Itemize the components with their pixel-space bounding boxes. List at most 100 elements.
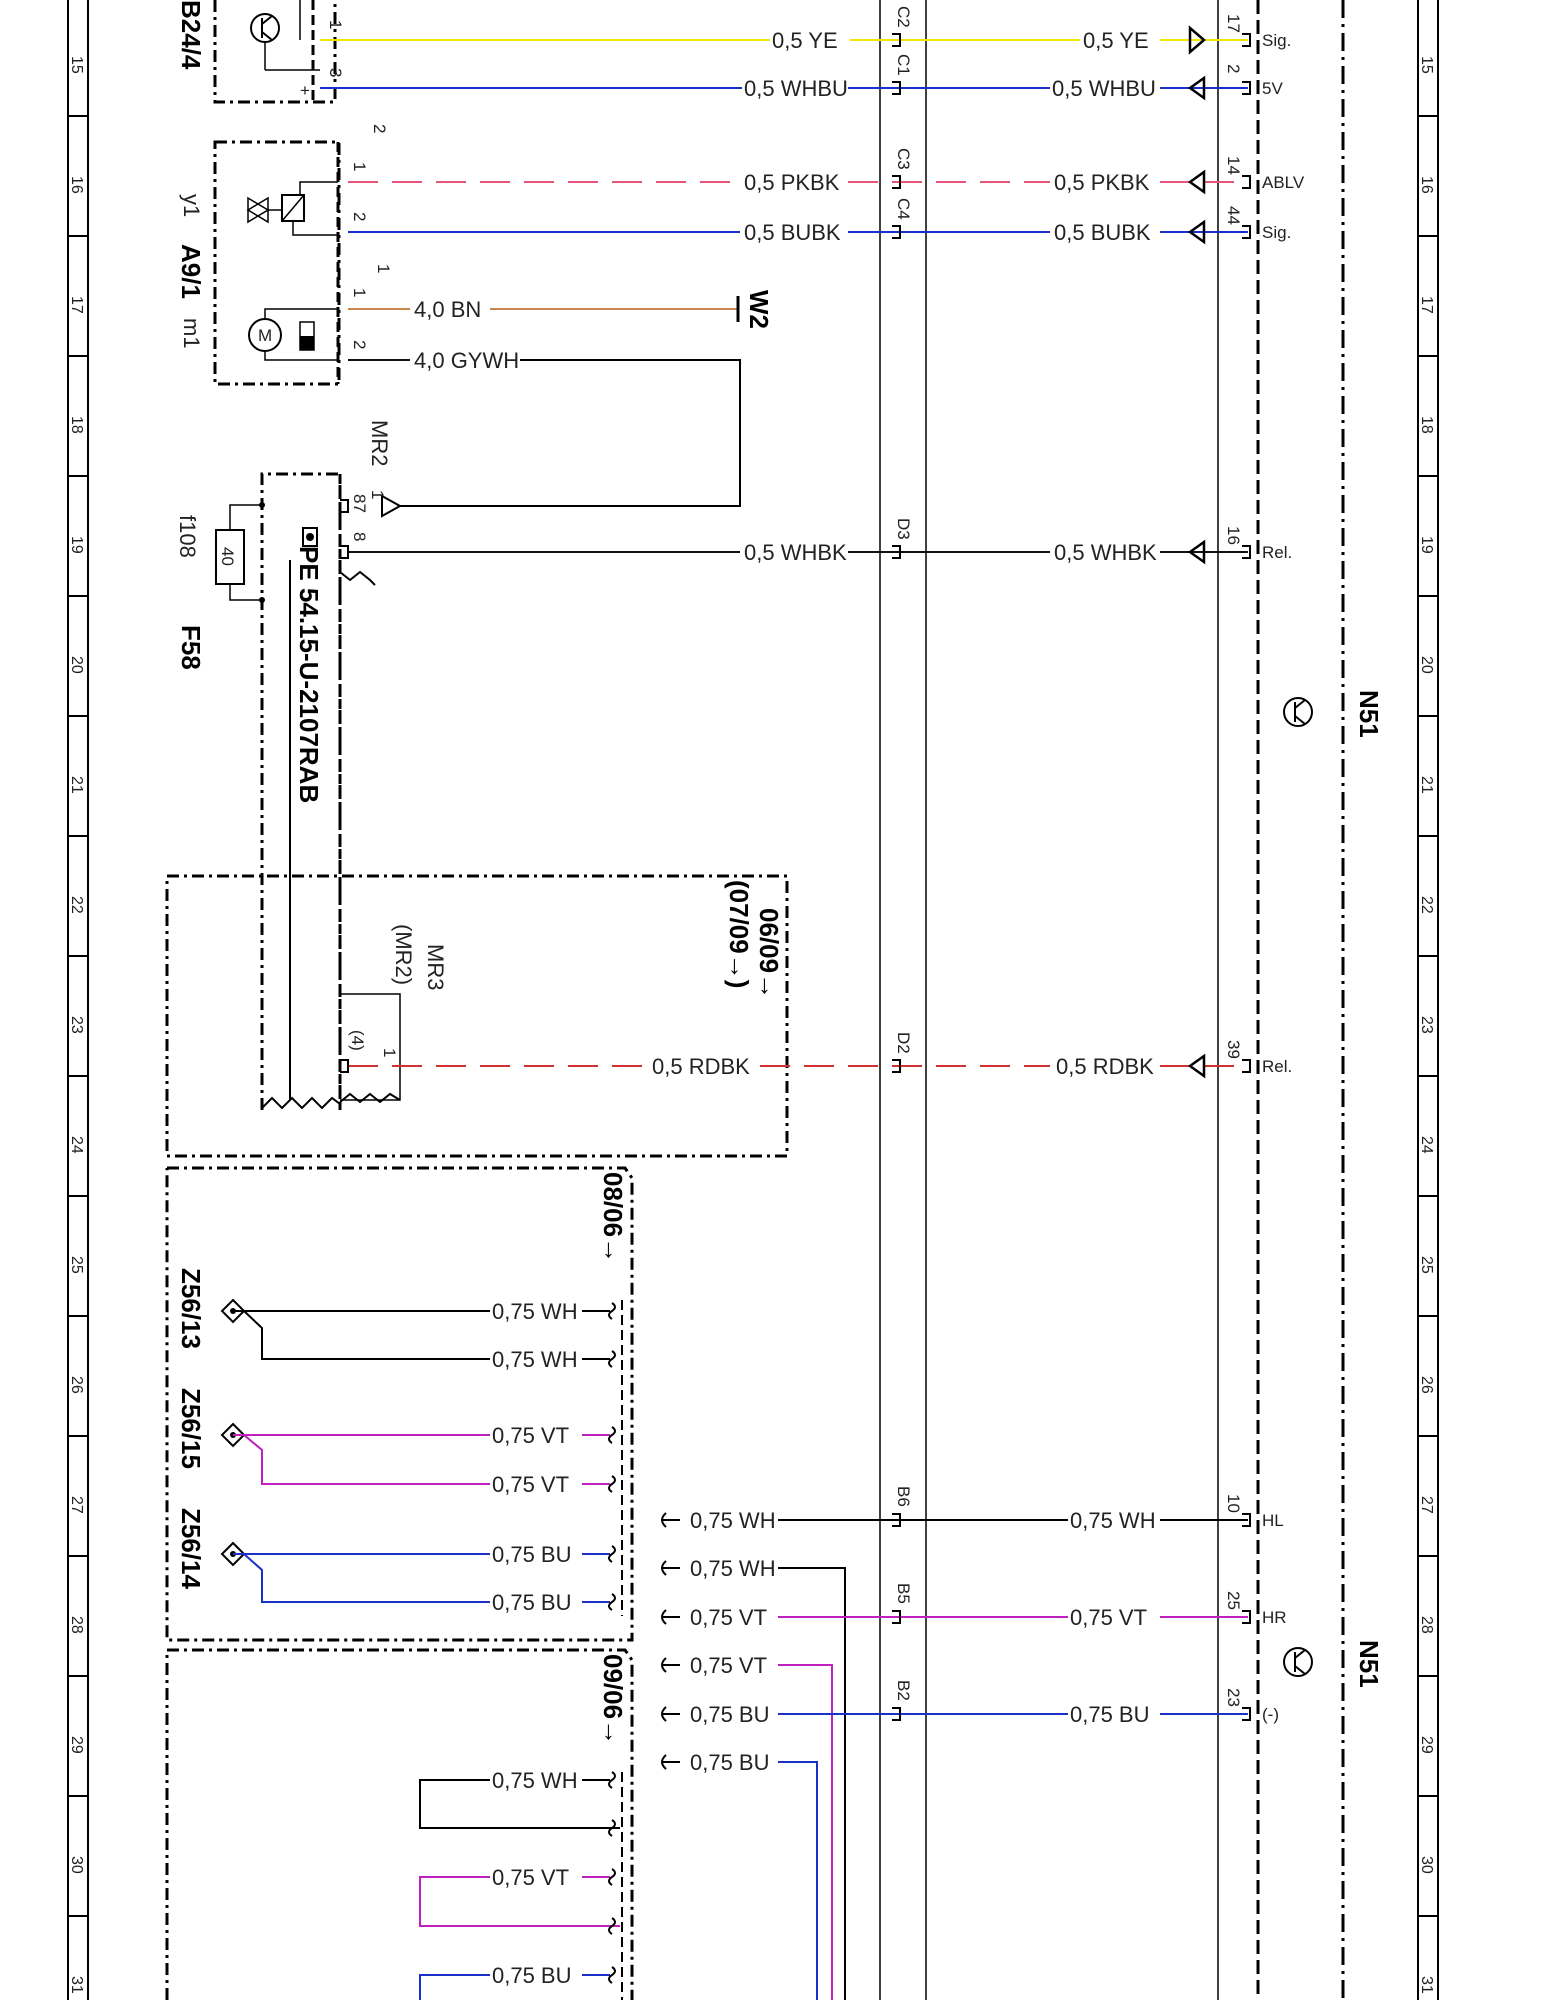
end-mark-z56-15-b	[608, 1475, 616, 1493]
wire-label-harness-bu2: 0,75 BU	[690, 1750, 770, 1775]
relay-pin-87	[340, 499, 349, 513]
label-z56-13: Z56/13	[176, 1268, 206, 1349]
stub-vt2	[661, 1657, 680, 1673]
wire-label-harness-right-neg: 0,75 BU	[1070, 1702, 1150, 1727]
grid-number: 28	[1418, 1616, 1435, 1634]
wire-label-0906-vt-a: 0,75 VT	[492, 1865, 569, 1890]
pin-connector-hr	[1242, 1610, 1251, 1624]
label-a9: A9/1	[176, 244, 206, 299]
label-b24: B24/4	[176, 0, 206, 70]
mr3-spring	[339, 1092, 401, 1104]
grid-number: 20	[1418, 656, 1435, 674]
date-07-09: (07/09→)	[724, 880, 754, 988]
end-mark-0906-bu-a	[608, 1966, 616, 1984]
pin-connector-14	[1242, 175, 1251, 189]
pin-connector-neg	[1242, 1707, 1251, 1721]
connector-d3	[892, 545, 901, 559]
connector-label-c4: C4	[894, 198, 913, 220]
grid-number: 15	[1418, 56, 1435, 74]
wire-label-bubk-a: 0,5 BUBK	[744, 220, 841, 245]
pin-connector-16	[1242, 545, 1251, 559]
stub-bu2	[661, 1754, 680, 1770]
wire-label-gywh: 4,0 GYWH	[414, 348, 519, 373]
grid-number: 24	[68, 1136, 85, 1154]
connector-label-c3: C3	[894, 148, 913, 170]
grid-number: 18	[68, 416, 85, 434]
wire-label-0906-wh-a: 0,75 WH	[492, 1768, 578, 1793]
connector-label-hl: B6	[894, 1486, 913, 1507]
signal-5v: 5V	[1262, 79, 1283, 98]
pin-17: 17	[1224, 14, 1243, 33]
relay-pin-8	[340, 545, 349, 559]
date-box-06-09	[165, 874, 789, 1158]
arrow-in-whbk	[1187, 539, 1206, 565]
grid-number: 31	[1418, 1976, 1435, 1994]
fuse-value: 40	[218, 547, 237, 566]
wire-label-bn: 4,0 BN	[414, 297, 481, 322]
grid-number: 23	[68, 1016, 85, 1034]
loop-bu-0906	[419, 1974, 490, 2000]
pin-mr3-4: (4)	[348, 1030, 367, 1051]
connector-hr	[892, 1610, 901, 1624]
label-mr3: MR3	[423, 944, 448, 990]
component-a9: M	[213, 140, 341, 386]
pin-16: 16	[1224, 526, 1243, 545]
pin-14: 14	[1224, 156, 1243, 175]
grid-number: 23	[1418, 1016, 1435, 1034]
end-mark-z56-14-a	[608, 1545, 616, 1563]
end-mark-0906-vt-a	[608, 1868, 616, 1886]
grid-number: 29	[1418, 1736, 1435, 1754]
label-f108: f108	[175, 515, 200, 558]
wire-label-harness-neg: 0,75 BU	[690, 1702, 770, 1727]
wire-label-ye-a: 0,5 YE	[772, 28, 838, 53]
pin-connector-44	[1242, 225, 1251, 239]
grid-number: 15	[68, 56, 85, 74]
end-mark-0906-wh-b	[608, 1819, 616, 1837]
wire-label-z56-14-a: 0,75 BU	[492, 1542, 572, 1567]
grid-number: 30	[68, 1856, 85, 1874]
pin-header-2: 2	[370, 124, 389, 133]
pin-a9-2: 2	[350, 212, 369, 221]
wire-label-harness-wh2: 0,75 WH	[690, 1556, 776, 1581]
connector-c3	[892, 175, 901, 189]
grid-number: 20	[68, 656, 85, 674]
label-f58: F58	[176, 625, 206, 670]
loop-vt-0906	[419, 1876, 620, 1927]
connector-neg	[892, 1707, 901, 1721]
end-mark-0906-wh-a	[608, 1771, 616, 1789]
hand-icon	[302, 527, 318, 547]
date-06-09: 06/09→	[754, 908, 784, 999]
pin-neg: 23	[1224, 1688, 1243, 1707]
connector-hl	[892, 1513, 901, 1527]
wire-label-harness-hl: 0,75 WH	[690, 1508, 776, 1533]
connector-label-neg: B2	[894, 1680, 913, 1701]
end-mark-z56-15-a	[608, 1426, 616, 1444]
label-n51-top: N51	[1354, 690, 1384, 738]
grid-rail-right	[1417, 0, 1439, 2000]
end-mark-z56-13-b	[608, 1350, 616, 1368]
wire-label-pkbk-a: 0,5 PKBK	[744, 170, 840, 195]
signal-ablv: ABLV	[1262, 173, 1305, 192]
label-mr3-alt: (MR2)	[391, 924, 416, 985]
pin-connector-39	[1242, 1059, 1251, 1073]
wire-label-ye-b: 0,5 YE	[1083, 28, 1149, 53]
grid-number: 24	[1418, 1136, 1435, 1154]
arrow-in-pkbk	[1187, 169, 1206, 195]
pin-m1-1: 1	[350, 288, 369, 297]
label-m1: m1	[179, 318, 204, 349]
connector-c4	[892, 225, 901, 239]
grid-number: 22	[68, 896, 85, 914]
grid-number: 16	[68, 176, 85, 194]
arrow-in-bubk	[1187, 219, 1206, 245]
stub-neg	[661, 1706, 680, 1722]
pin-connector-17	[1242, 33, 1251, 47]
connector-label-c2: C2	[894, 6, 913, 28]
wire-label-whbu-a: 0,5 WHBU	[744, 76, 848, 101]
grid-number: 26	[68, 1376, 85, 1394]
z56-13-symbol	[220, 1298, 490, 1360]
grid-number: 19	[1418, 536, 1435, 554]
grid-number: 21	[1418, 776, 1435, 794]
connector-label-d3: D3	[894, 518, 913, 540]
